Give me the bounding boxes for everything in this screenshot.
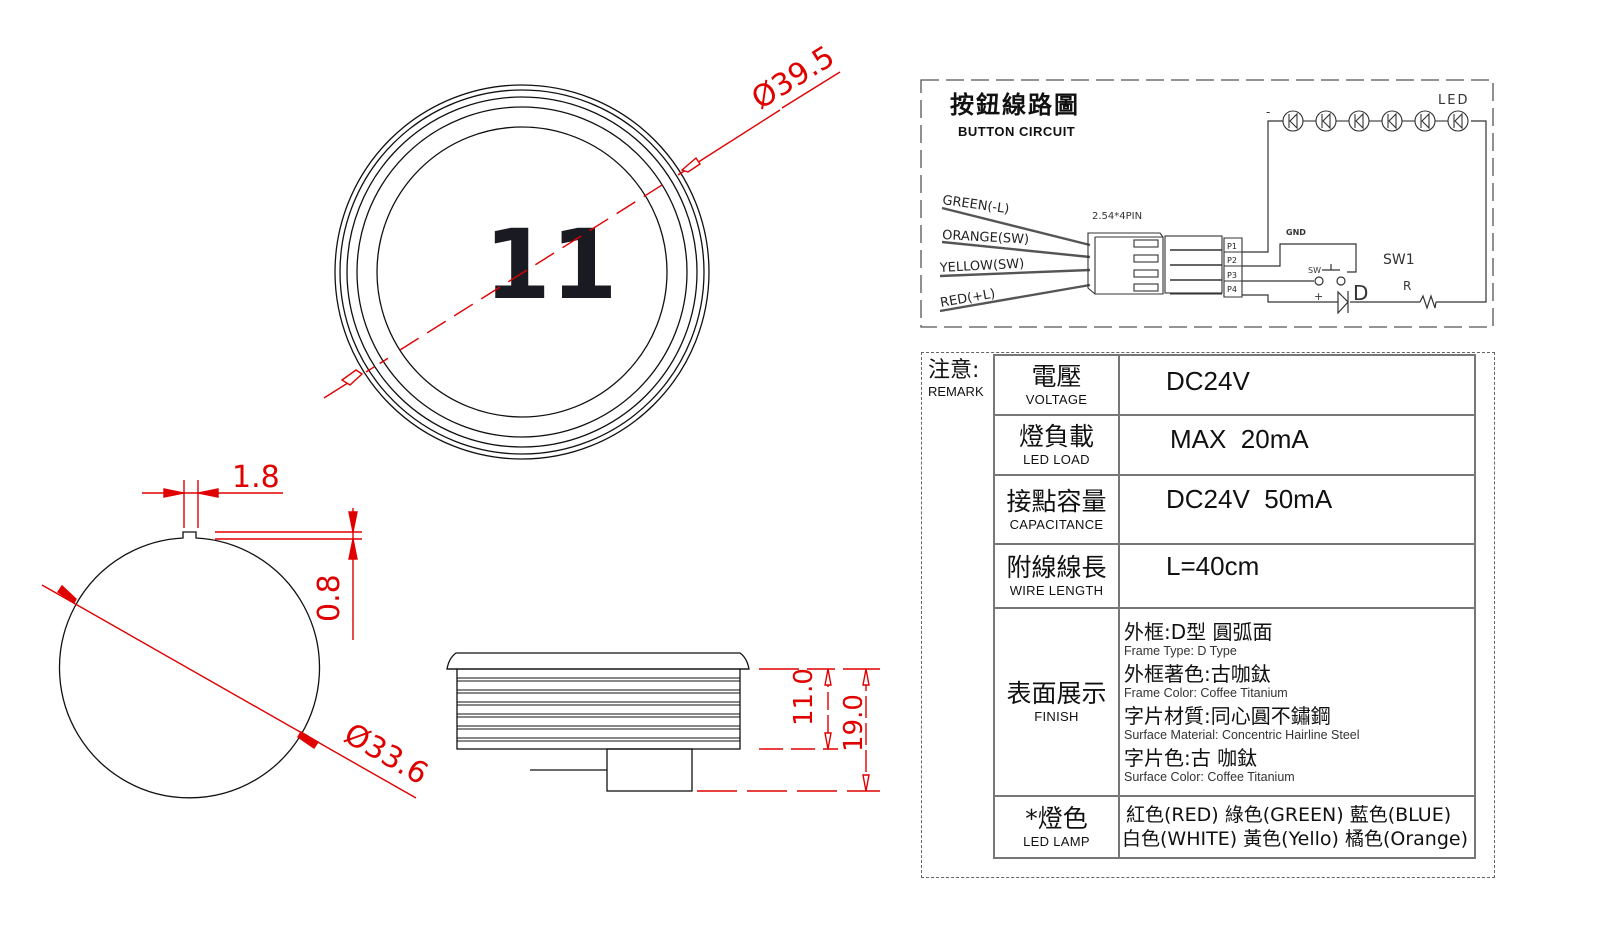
minus-label: - — [1266, 105, 1270, 119]
circuit-traces — [1242, 120, 1487, 315]
gnd-label: GND — [1286, 228, 1306, 237]
spec-frame — [921, 352, 1495, 878]
remark-label: 注意: REMARK — [928, 358, 984, 400]
key-en: CAPACITANCE — [1009, 516, 1104, 532]
key-en: VOLTAGE — [1025, 392, 1088, 407]
remark-en: REMARK — [928, 384, 984, 399]
notch-width-label: 1.8 — [232, 460, 280, 495]
led-chain — [1282, 110, 1469, 132]
remark-cn: 注意: — [928, 358, 980, 383]
resistor-label: R — [1403, 279, 1411, 293]
key-cn: 燈負載 — [1018, 422, 1094, 451]
finish-item-cn: 字片材質:同心圓不鏽鋼 — [1124, 704, 1331, 728]
diameter-39-5-dimension — [323, 71, 841, 399]
finish-item-cn: 外框著色:古咖鈦 — [1124, 662, 1271, 686]
front-view — [334, 84, 710, 460]
led-icon — [1381, 110, 1403, 132]
cutout-dimensions — [41, 480, 417, 799]
side-dimensions — [697, 668, 880, 792]
led-label: LED — [1438, 93, 1469, 108]
body-height-label: 11.0 — [789, 668, 819, 726]
led-icon — [1315, 110, 1337, 132]
led-icon — [1348, 110, 1370, 132]
finish-item-en: Surface Material: Concentric Hairline St… — [1124, 728, 1360, 742]
finish-item-en: Frame Color: Coffee Titanium — [1124, 686, 1288, 700]
connector-4pin — [1087, 232, 1243, 298]
spec-value: DC24V 50mA — [1118, 474, 1476, 545]
key-en: FINISH — [1034, 709, 1079, 724]
finish-details: 外框:D型 圓弧面 Frame Type: D Type 外框著色:古咖鈦 Fr… — [1118, 607, 1476, 797]
circuit-title-en: BUTTON CIRCUIT — [958, 124, 1076, 139]
key-cn: 接點容量 — [1006, 486, 1107, 516]
circuit-annotations: LED - GND SW SW1 + D R — [1266, 93, 1469, 305]
plus-label: + — [1314, 290, 1323, 303]
total-height-label: 19.0 — [839, 694, 869, 752]
led-icon — [1414, 110, 1436, 132]
finish-item-cn: 外框:D型 圓弧面 — [1124, 620, 1273, 644]
key-cn: *燈色 — [1025, 804, 1088, 833]
spec-value: MAX 20mA — [1118, 414, 1476, 476]
diameter-39-5-label: Ø39.5 — [746, 39, 841, 117]
wire-label-green: GREEN(-L) — [941, 193, 1010, 217]
switch-label: SW1 — [1383, 252, 1415, 268]
spec-value: L=40cm — [1118, 543, 1476, 609]
lamp-colors: 紅色(RED) 綠色(GREEN) 藍色(BLUE) 白色(WHITE) 黃色(… — [1118, 795, 1476, 859]
spec-value: DC24V — [1118, 354, 1476, 416]
key-en: LED LOAD — [1023, 452, 1090, 467]
svg-text:P1: P1 — [1227, 242, 1237, 251]
notch-depth-label: 0.8 — [312, 574, 347, 622]
wire-label-yellow: YELLOW(SW) — [938, 257, 1024, 276]
circuit-title-cn: 按鈕線路圖 — [950, 91, 1080, 119]
key-cn: 電壓 — [1031, 362, 1082, 391]
key-en: WIRE LENGTH — [1009, 583, 1104, 598]
key-cn: 表面展示 — [1006, 679, 1107, 708]
sw-small-label: SW — [1308, 266, 1321, 275]
led-icon — [1447, 110, 1469, 132]
key-cn: 附線線長 — [1006, 553, 1107, 582]
key-en: LED LAMP — [1023, 834, 1090, 849]
finish-item-cn: 字片色:古 咖鈦 — [1124, 746, 1258, 770]
cutout-view — [58, 531, 321, 799]
circuit-frame — [920, 79, 1494, 328]
wire-bundle — [939, 206, 1091, 313]
svg-text:P3: P3 — [1227, 271, 1237, 280]
led-icon — [1282, 110, 1304, 132]
lamp-colors-line-1: 紅色(RED) 綠色(GREEN) 藍色(BLUE) — [1126, 804, 1452, 826]
lamp-colors-line-2: 白色(WHITE) 黃色(Yello) 橘色(Orange) — [1122, 828, 1468, 850]
svg-text:P4: P4 — [1227, 285, 1237, 294]
svg-text:P2: P2 — [1227, 256, 1237, 265]
finish-item-en: Surface Color: Coffee Titanium — [1124, 770, 1295, 784]
pin-labels: P1 P2 P3 P4 — [1227, 242, 1237, 294]
connector-label: 2.54*4PIN — [1092, 211, 1142, 222]
finish-item-en: Frame Type: D Type — [1124, 644, 1237, 658]
side-view — [446, 652, 750, 792]
diode-label: D — [1353, 281, 1368, 305]
wire-label-orange: ORANGE(SW) — [942, 228, 1030, 248]
